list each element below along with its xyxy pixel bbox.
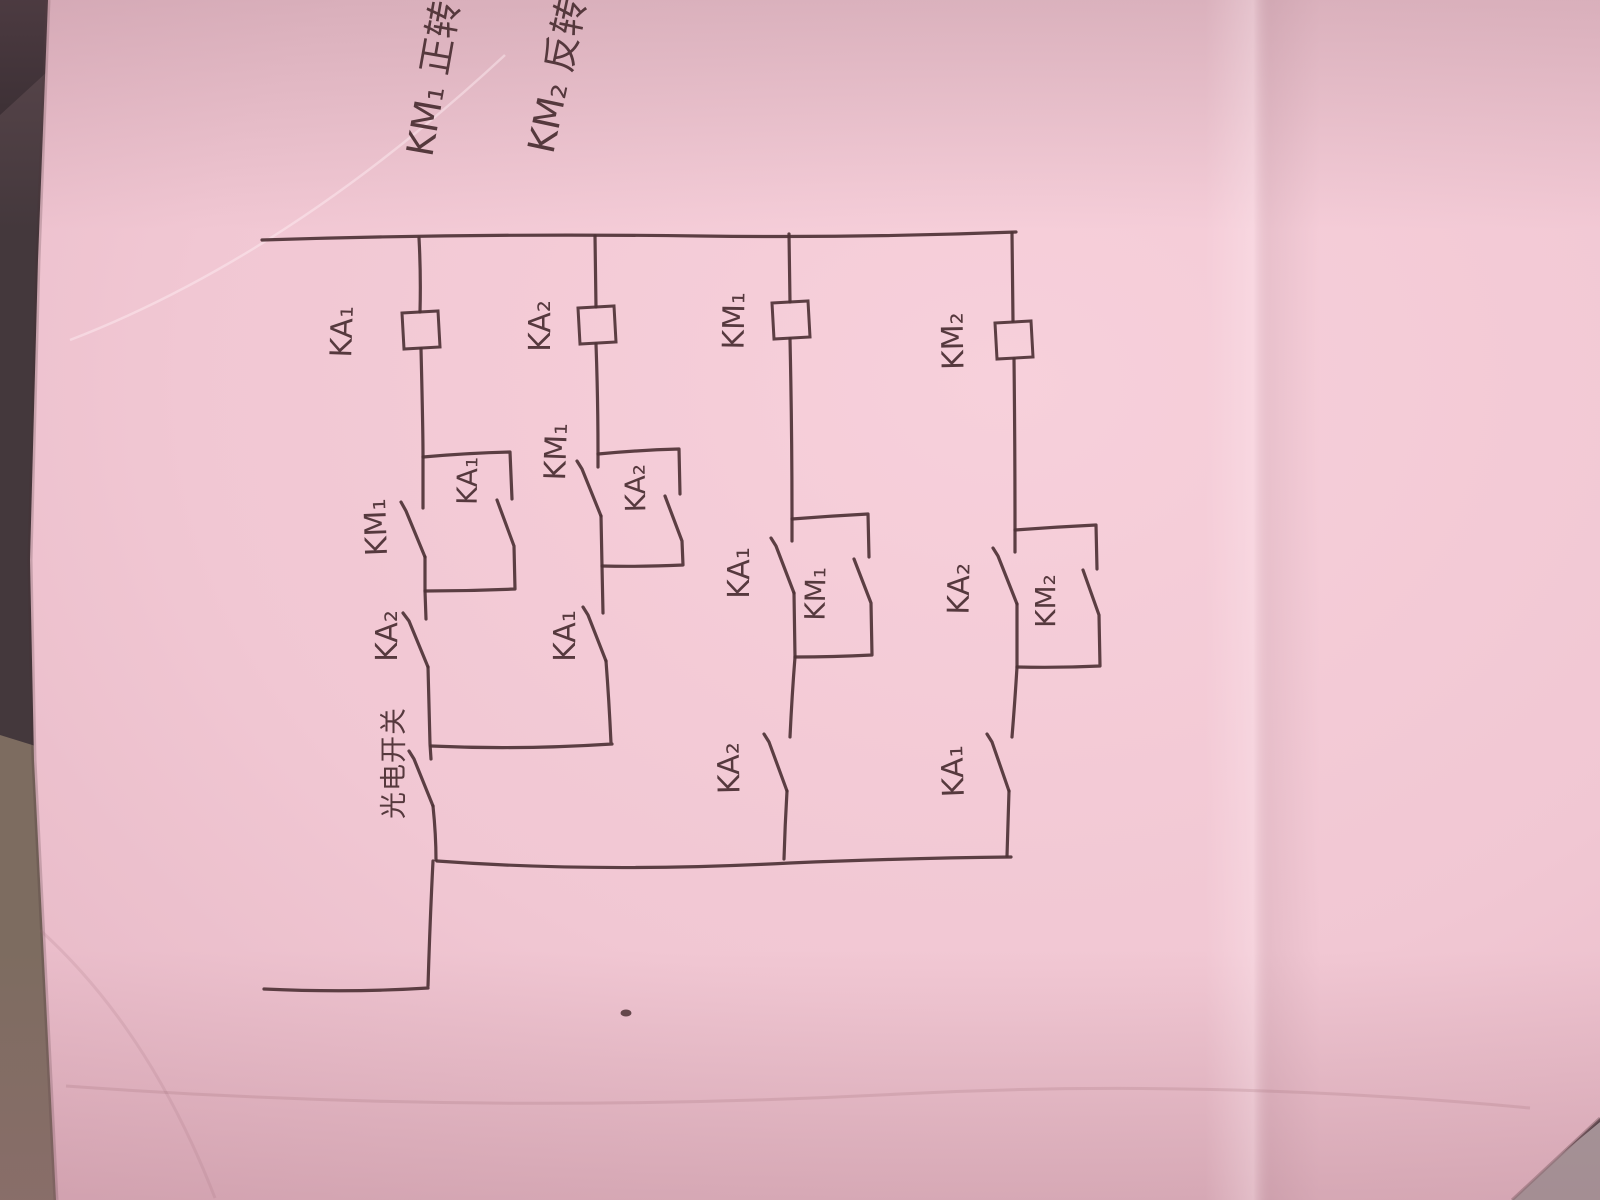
rung2-wire-top [593,234,598,309]
rung1-coil-symbol [400,309,442,351]
rung2-contact1-symbol [575,459,603,518]
rung3-parallel-branch [790,512,874,659]
rung3-contact2-symbol [762,732,789,793]
label-rung2-coil: KA₂ [523,300,558,352]
label-rung2-contact1: KM₁ [538,422,575,481]
label-rung3-parallel: KM₁ [799,567,833,621]
rung4-contact1-symbol [991,546,1019,606]
vertical-crease [1205,0,1320,1200]
rung1-contact2-symbol [401,611,430,669]
label-photoelectric-switch: 光电开关 [379,707,410,819]
rung3-contact1-symbol [769,536,796,595]
rung-km1 [762,232,874,861]
bottom-shading [0,950,1600,1200]
top-rail-wire [260,230,1018,242]
top-shading [0,0,1600,230]
label-rung4-coil: KM₂ [936,312,972,370]
label-rung4-parallel: KM₂ [1029,574,1062,628]
label-rung1-parallel: KA₁ [451,456,485,505]
rung-ka2 [429,234,685,750]
ink-blot [620,1009,632,1017]
rung1-wire-low [426,665,433,761]
rung2-coil-symbol [576,304,618,346]
rung-km2 [985,231,1102,858]
rung4-wire-bottom [1005,789,1011,858]
label-rung1-coil: KA₁ [324,305,361,358]
return-wire [262,859,435,993]
rung1-wire-mid [423,555,428,621]
rung2-wire-bottom [429,659,614,750]
rung1-wire-top [417,236,422,314]
crease-bottom [65,1084,1531,1110]
label-rung3-coil: KM₁ [717,292,753,350]
rung4-contact2-symbol [985,732,1011,793]
rung4-coil-symbol [993,319,1035,361]
crease-top-left [69,54,506,342]
rung3-wire [788,337,794,543]
rung2-contact2-symbol [581,605,608,663]
label-rung1-contact2: KA₂ [370,610,405,662]
label-rung3-contact1: KA₁ [722,547,757,599]
rung3-wire-top [787,232,792,304]
rung4-wire [1012,357,1017,554]
labels: KM₁ 正转 KM₂ 反转 KA₁ KA₂ KM₁ KM₂ KM₁ KA₁ KA… [324,0,1062,819]
circuit-diagram: KM₁ 正转 KM₂ 反转 KA₁ KA₂ KM₁ KM₂ KM₁ KA₁ KA… [260,0,1102,1017]
rung4-parallel-branch [1013,523,1102,669]
rung1-wire [419,347,425,510]
rung1-wire-bottom [431,804,438,862]
rung1-contact3-symbol [407,749,435,808]
rung4-wire-low [1010,665,1019,739]
rung2-wire [594,342,600,469]
rung3-wire-bottom [782,789,789,861]
label-rung2-parallel: KA₂ [619,464,653,513]
rung3-wire-mid [792,591,797,659]
rung4-wire-top [1010,231,1015,323]
crease-bottom-left [38,928,217,1199]
bottom-rail-wire [435,855,1013,870]
label-rung2-contact2: KA₁ [548,610,583,662]
label-rung4-contact2: KA₁ [935,745,972,798]
rung3-wire-low [788,655,797,739]
rung-ka1 [399,236,517,862]
label-rung3-contact2: KA₂ [712,742,748,794]
rung1-contact1-symbol [399,500,427,559]
label-rung4-contact1: KA₂ [942,563,978,615]
label-rung1-contact1: KM₁ [358,498,395,557]
rung1-parallel-branch [421,450,517,593]
rung3-coil-symbol [770,299,812,341]
rung2-parallel-branch [596,447,685,568]
